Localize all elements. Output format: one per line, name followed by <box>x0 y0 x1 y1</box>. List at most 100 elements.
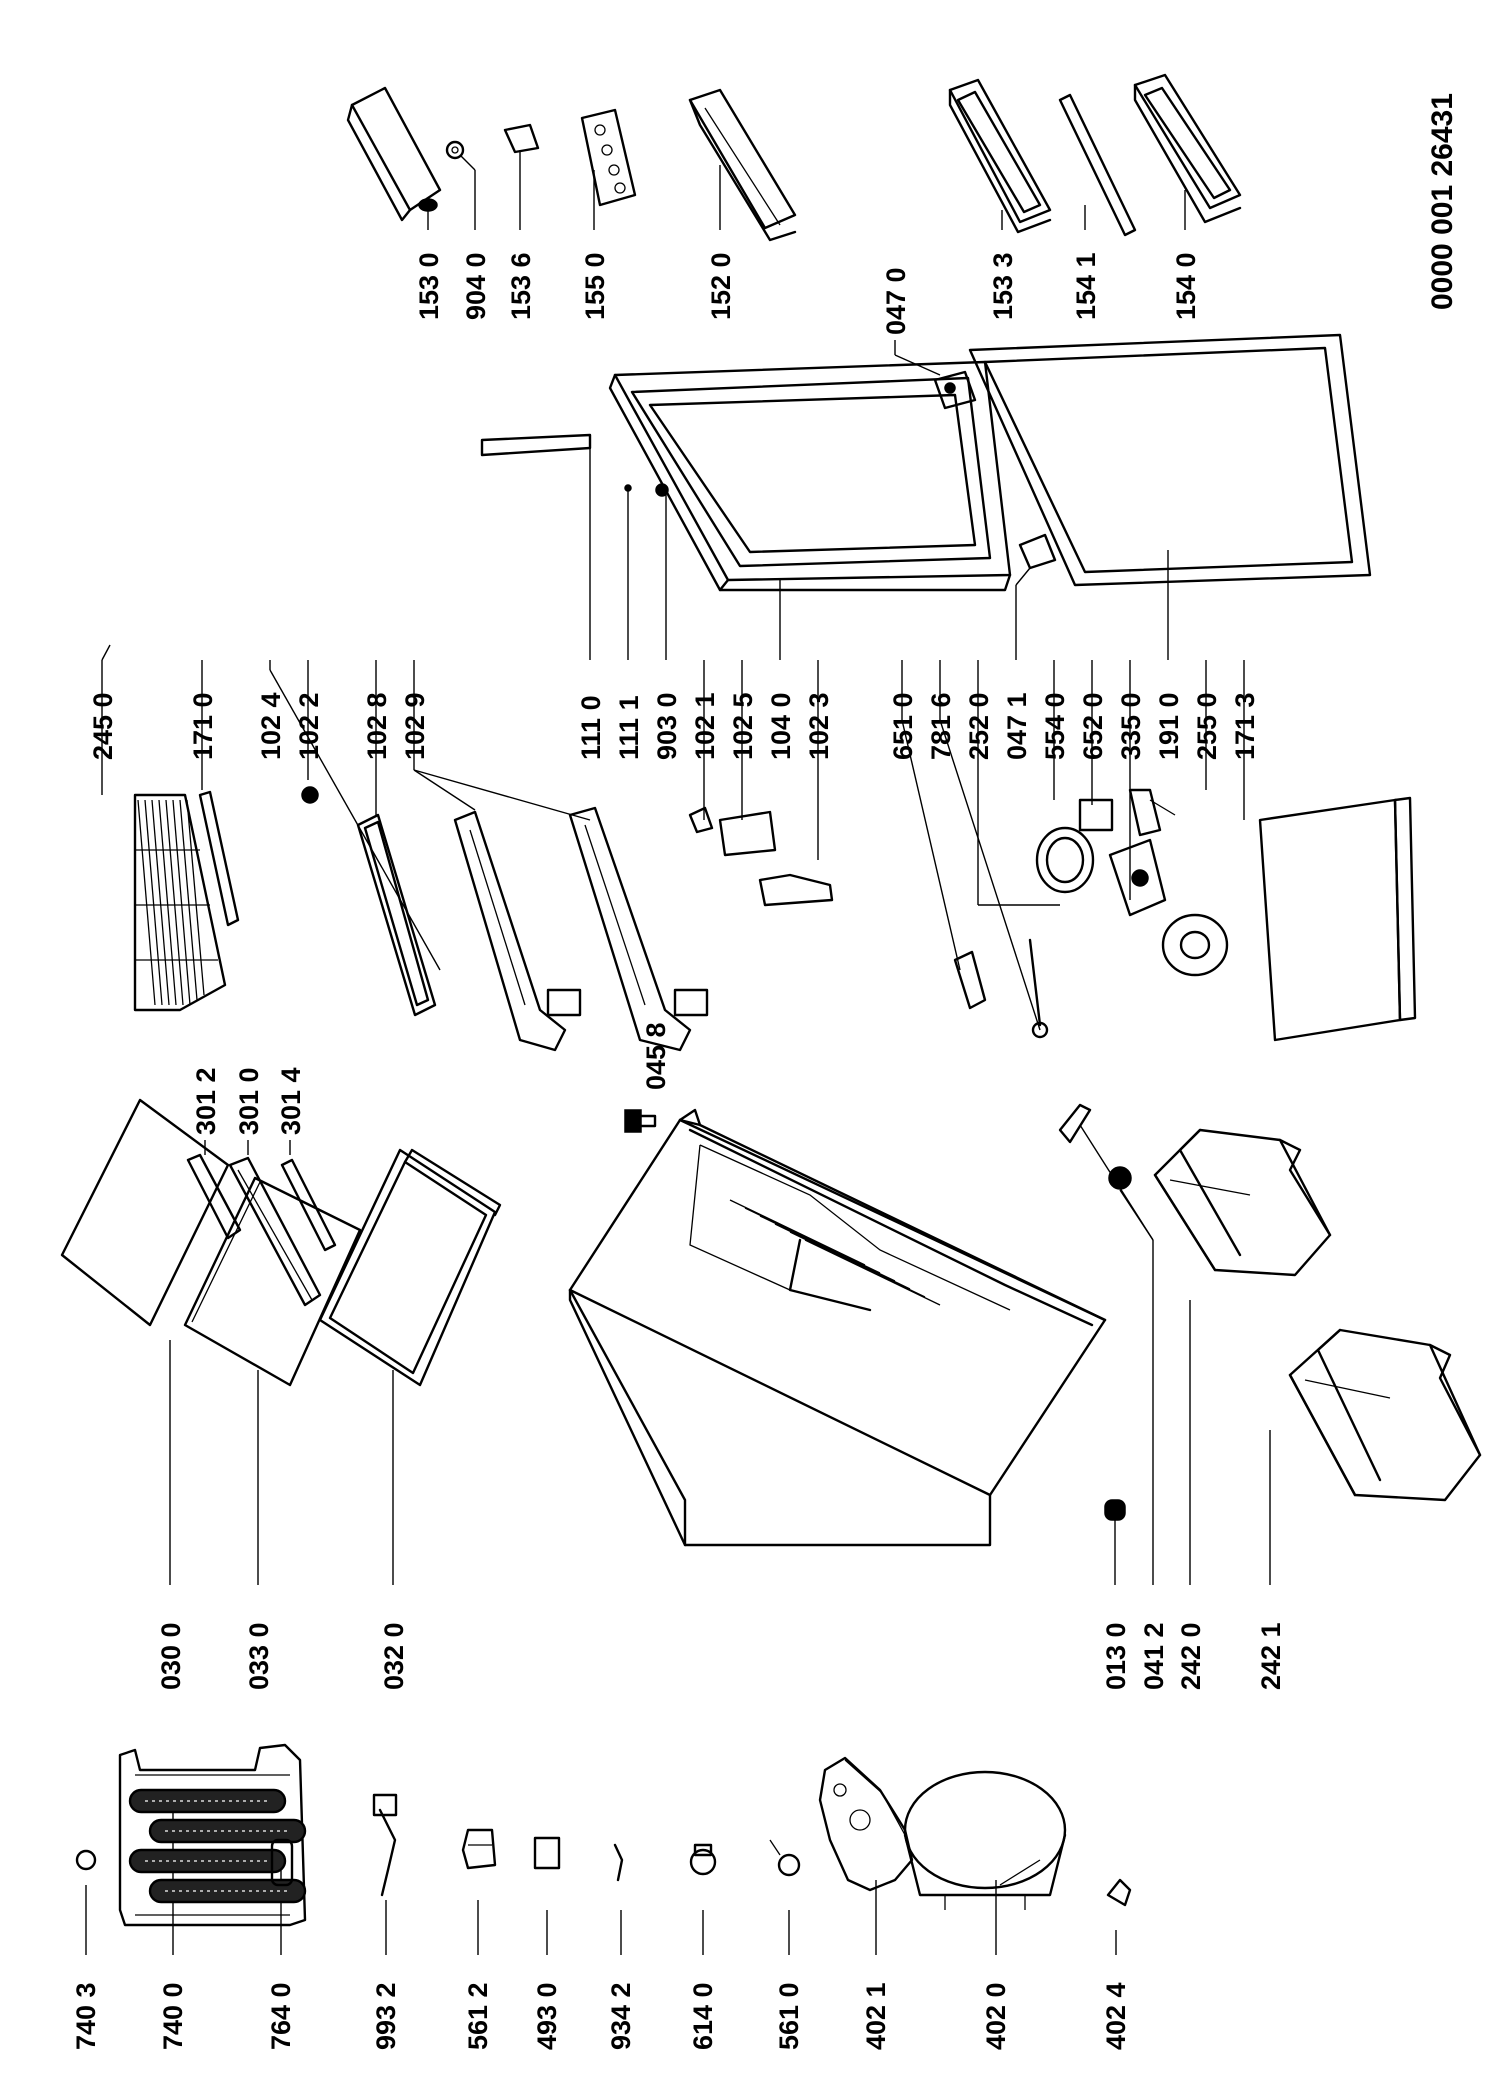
label-104-0: 104 0 <box>766 692 796 760</box>
label-242-1: 242 1 <box>1256 1622 1286 1690</box>
label-242-0: 242 0 <box>1176 1622 1206 1690</box>
label-903-0: 903 0 <box>652 692 682 760</box>
part-764-0 <box>270 1838 294 1887</box>
label-111-0: 111 0 <box>576 695 606 760</box>
label-402-1: 402 1 <box>861 1982 891 2050</box>
part-493-0 <box>533 1836 561 1870</box>
label-102-3: 102 3 <box>804 692 834 760</box>
label-102-2: 102 2 <box>294 692 324 760</box>
label-047-1: 047 1 <box>1002 692 1032 760</box>
label-155-0: 155 0 <box>580 252 610 320</box>
part-402-4 <box>1106 1878 1132 1907</box>
labels-cabinet-lower: 013 0 041 2 242 0 242 1 <box>1101 1622 1286 1690</box>
label-652-0: 652 0 <box>1078 692 1108 760</box>
label-032-0: 032 0 <box>379 1622 409 1690</box>
part-102-3 <box>758 873 834 907</box>
leaders-freezer <box>101 445 819 971</box>
part-652-0 <box>1128 788 1176 837</box>
part-102-2 <box>301 786 319 804</box>
part-102-9 <box>453 806 709 1052</box>
part-171-3 <box>1393 796 1417 1022</box>
label-255-0: 255 0 <box>1192 692 1222 760</box>
label-993-2: 993 2 <box>371 1982 401 2050</box>
part-242-0 <box>1153 1128 1332 1277</box>
label-154-0: 154 0 <box>1171 252 1201 320</box>
part-252-0 <box>1035 826 1167 917</box>
label-152-0: 152 0 <box>706 252 736 320</box>
part-301-2 <box>186 1153 242 1240</box>
part-032-0 <box>318 1148 502 1387</box>
leaders-shelves <box>169 1340 394 1585</box>
label-102-4: 102 4 <box>256 692 286 760</box>
part-030-0 <box>60 1098 230 1327</box>
part-047-0 <box>933 370 977 410</box>
part-153-3 <box>948 78 1052 234</box>
label-153-3: 153 3 <box>988 252 1018 320</box>
label-102-5: 102 5 <box>728 692 758 760</box>
label-764-0: 764 0 <box>266 1982 296 2050</box>
part-402-1 <box>818 1756 914 1892</box>
leaders-door <box>901 550 1245 1031</box>
part-904-0 <box>445 140 465 160</box>
label-030-0: 030 0 <box>156 1622 186 1690</box>
document-number: 0000 001 26431 <box>1426 93 1459 310</box>
label-153-0: 153 0 <box>414 252 444 320</box>
part-152-0 <box>688 88 797 242</box>
leader-047-0b <box>894 354 941 376</box>
label-301-4: 301 4 <box>276 1067 306 1135</box>
part-402-0 <box>903 1770 1067 1910</box>
label-041-2: 041 2 <box>1139 1622 1169 1690</box>
label-781-6: 781 6 <box>926 692 956 760</box>
label-402-0: 402 0 <box>981 1982 1011 2050</box>
part-191-0 <box>968 333 1372 587</box>
leaders-bottom-row <box>85 1800 1117 1955</box>
label-561-0: 561 0 <box>774 1982 804 2050</box>
labels-301: 301 2 301 0 301 4 <box>191 1067 306 1135</box>
labels-freezer: 245 0 171 0 102 4 102 2 102 8 102 9 111 … <box>88 692 834 760</box>
label-033-0: 033 0 <box>244 1622 274 1690</box>
label-301-2: 301 2 <box>191 1067 221 1135</box>
label-row-bottom: 740 3 740 0 764 0 993 2 561 2 493 0 934 … <box>71 1982 1131 2050</box>
label-335-0: 335 0 <box>1116 692 1146 760</box>
part-335-0 <box>1161 913 1229 977</box>
part-934-2 <box>613 1843 624 1882</box>
part-155-0 <box>580 108 637 207</box>
part-255-0 <box>1258 798 1402 1042</box>
evaporator-740-0 <box>75 1743 307 1927</box>
part-102-1 <box>688 806 714 834</box>
label-013-0: 013 0 <box>1101 1622 1131 1690</box>
label-934-2: 934 2 <box>606 1982 636 2050</box>
part-153-0 <box>346 86 442 222</box>
leaders-top-row <box>427 150 1186 230</box>
part-045-8 <box>624 1109 657 1133</box>
part-614-0 <box>689 1843 717 1876</box>
part-013-0 <box>1104 1499 1126 1521</box>
part-651-0 <box>953 950 987 1010</box>
label-047-0: 047 0 <box>881 267 911 335</box>
label-740-3: 740 3 <box>71 1982 101 2050</box>
labels-door: 651 0 781 6 252 0 047 1 554 0 652 0 335 … <box>888 692 1260 760</box>
label-111-1: 111 1 <box>614 695 644 760</box>
part-245-0 <box>133 793 227 1012</box>
part-047-1 <box>1018 533 1057 570</box>
cabinet-body <box>568 1108 1107 1547</box>
part-111-0 <box>480 433 592 457</box>
part-171-0 <box>198 790 240 927</box>
part-102-8 <box>356 813 437 1017</box>
part-301-0 <box>228 1156 322 1307</box>
part-154-1 <box>1058 93 1137 237</box>
labels-shelves: 030 0 033 0 032 0 <box>156 1622 409 1690</box>
label-740-0: 740 0 <box>158 1982 188 2050</box>
label-102-8: 102 8 <box>362 692 392 760</box>
part-993-2 <box>372 1793 398 1897</box>
label-171-0: 171 0 <box>188 692 218 760</box>
label-045-8: 045 8 <box>641 1022 671 1090</box>
label-245-0: 245 0 <box>88 692 118 760</box>
part-104-0 <box>608 360 1012 592</box>
leaders-301 <box>204 1140 291 1155</box>
part-041-2 <box>1058 1103 1132 1190</box>
label-102-1: 102 1 <box>690 692 720 760</box>
label-614-0: 614 0 <box>688 1982 718 2050</box>
